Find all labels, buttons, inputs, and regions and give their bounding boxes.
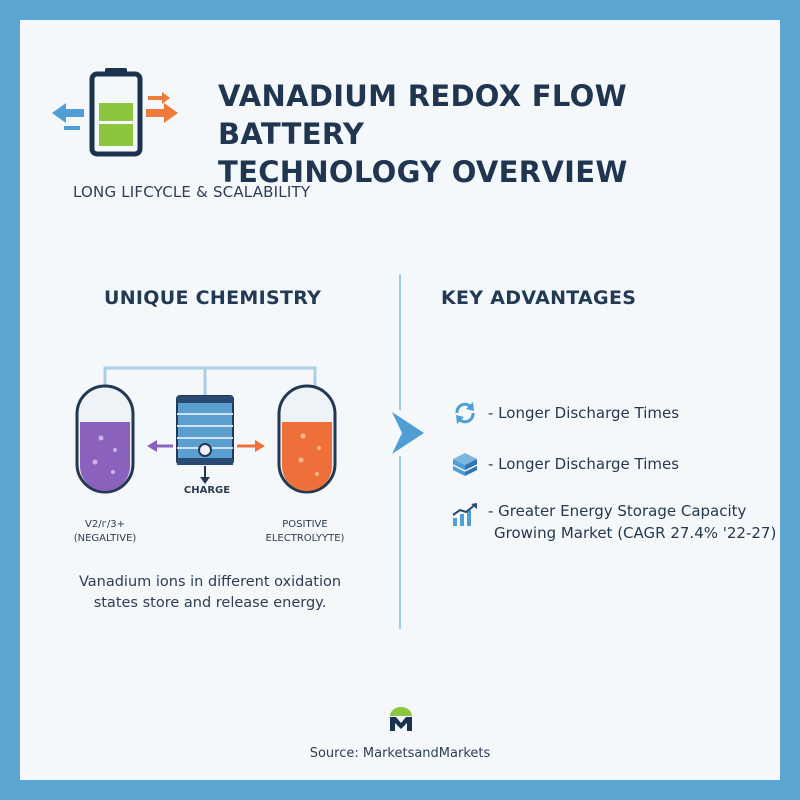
advantage-item: - Longer Discharge Times — [450, 400, 679, 426]
battery-charge-icon — [52, 68, 178, 157]
marketsandmarkets-logo — [390, 707, 412, 731]
growth-chart-icon — [452, 503, 477, 526]
subtitle: LONG LIFCYCLE & SCALABILITY — [73, 183, 311, 201]
chevron-right-icon — [388, 410, 428, 456]
chemistry-caption: Vanadium ions in different oxidation sta… — [78, 574, 342, 611]
advantage-item: - Greater Energy Storage Capacity Growin… — [450, 502, 776, 542]
infographic-card: VANADIUM REDOX FLOW BATTERY TECHNOLOGY O… — [20, 20, 780, 780]
charge-label: CHARGE — [183, 485, 231, 496]
advantage-item: - Longer Discharge Times — [450, 451, 679, 477]
unique-chemistry-heading: UNIQUE CHEMISTRY — [104, 287, 322, 309]
key-advantages-heading: KEY ADVANTAGES — [441, 287, 637, 309]
page-title: VANADIUM REDOX FLOW BATTERY TECHNOLOGY O… — [218, 79, 628, 189]
cycle-arrows-icon — [455, 402, 475, 424]
flow-battery-diagram — [75, 366, 337, 494]
source-credit: Source: MarketsandMarkets — [309, 746, 491, 761]
storage-cube-icon — [452, 453, 478, 476]
negative-electrolyte-label: V2/г/3+ (NEGALTIVE) — [73, 519, 137, 544]
positive-electrolyte-label: POSITIVE ELECTROLYYTE) — [265, 519, 345, 544]
